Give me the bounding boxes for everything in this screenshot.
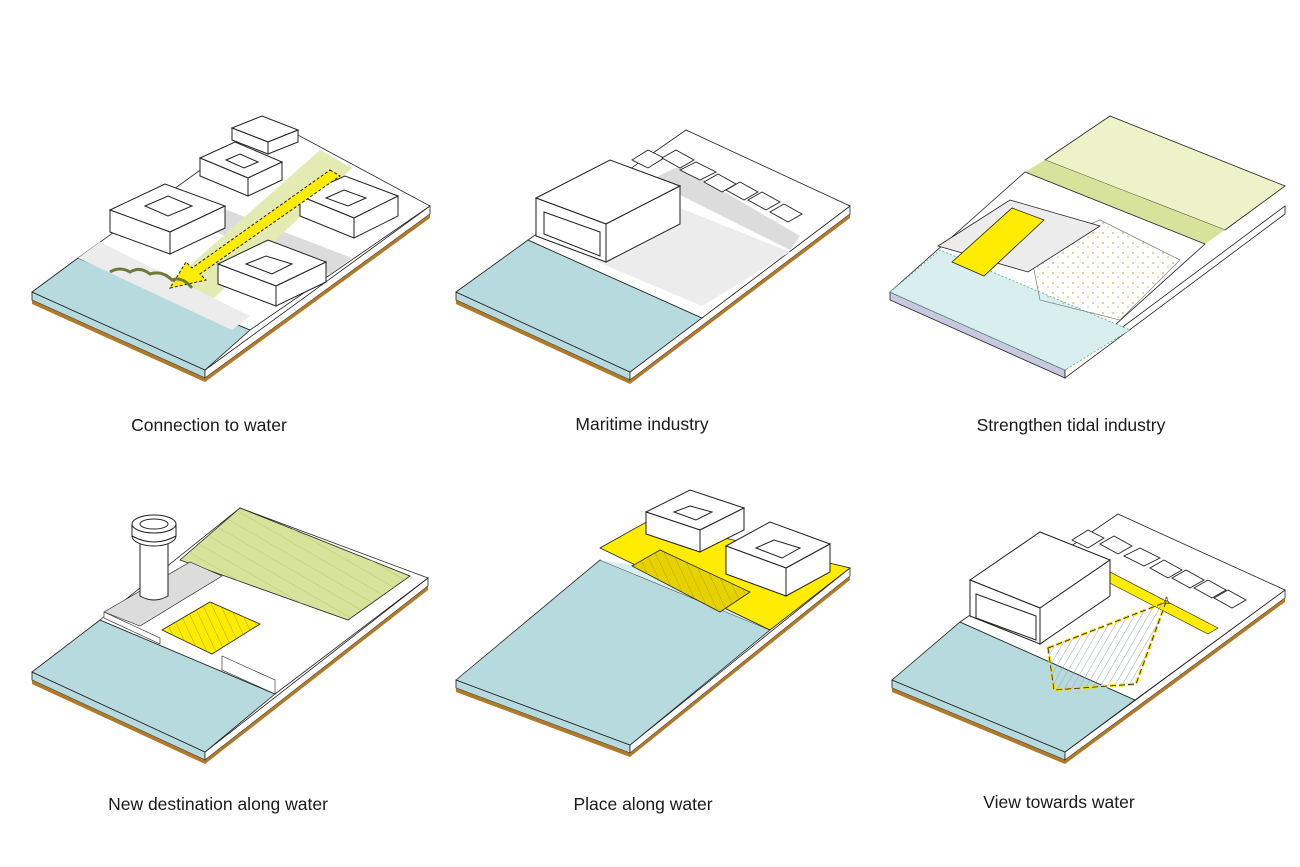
slab-side-earth [1065,598,1285,764]
water-tower [131,514,177,601]
slab-earth [32,300,205,382]
quay-edge [103,611,161,645]
shore-vegetation [109,267,194,289]
industrial-hall [968,531,1112,645]
slab-side-earth [205,586,428,764]
diagram-connection-to-water [31,115,431,382]
slab-earth [892,688,1065,764]
building-block [198,141,284,197]
dike-slope [1025,160,1225,244]
yellow-pier-zone [951,207,1045,277]
view-cone-outline [1047,601,1167,691]
diagram-place-along-water [455,489,851,757]
building-block [216,239,328,307]
row-houses [631,149,803,223]
building-block [108,183,227,255]
diagram-new-destination [31,507,429,764]
caption-strengthen-tidal-industry: Strengthen tidal industry [976,415,1166,435]
caption-view-towards-water: View towards water [983,792,1135,812]
slab-side-earth [630,576,850,757]
industrial-hall [534,159,682,263]
building-block [724,521,832,597]
building-block [230,115,300,155]
row-houses [1071,529,1247,609]
caption-new-destination: New destination along water [108,794,328,814]
diagram-strengthen-tidal-industry [889,115,1286,379]
slab-earth [456,300,630,384]
yellow-steps-hatch [162,602,260,654]
slab-earth [32,680,205,764]
industrial-road [650,166,800,250]
quay-edge [221,655,276,695]
connection-arrow [168,169,341,289]
stepped-terrace-hatch [632,550,750,612]
water-edge [600,560,770,630]
diagram-maritime-industry [455,129,851,384]
slab-side-earth [205,214,430,382]
slab-earth [456,688,630,757]
view-cone-hatch [1048,602,1166,690]
viewer-icon: ♙ [1162,596,1171,607]
tidal-water [889,249,1131,371]
building-block [644,489,746,553]
dike-lines [180,508,410,620]
caption-connection-to-water: Connection to water [131,415,287,435]
plaza [78,242,250,330]
diagram-view-towards-water: ♙ [891,513,1286,764]
caption-place-along-water: Place along water [573,794,713,814]
caption-maritime-industry: Maritime industry [575,414,709,434]
slab-side-earth [630,214,850,384]
